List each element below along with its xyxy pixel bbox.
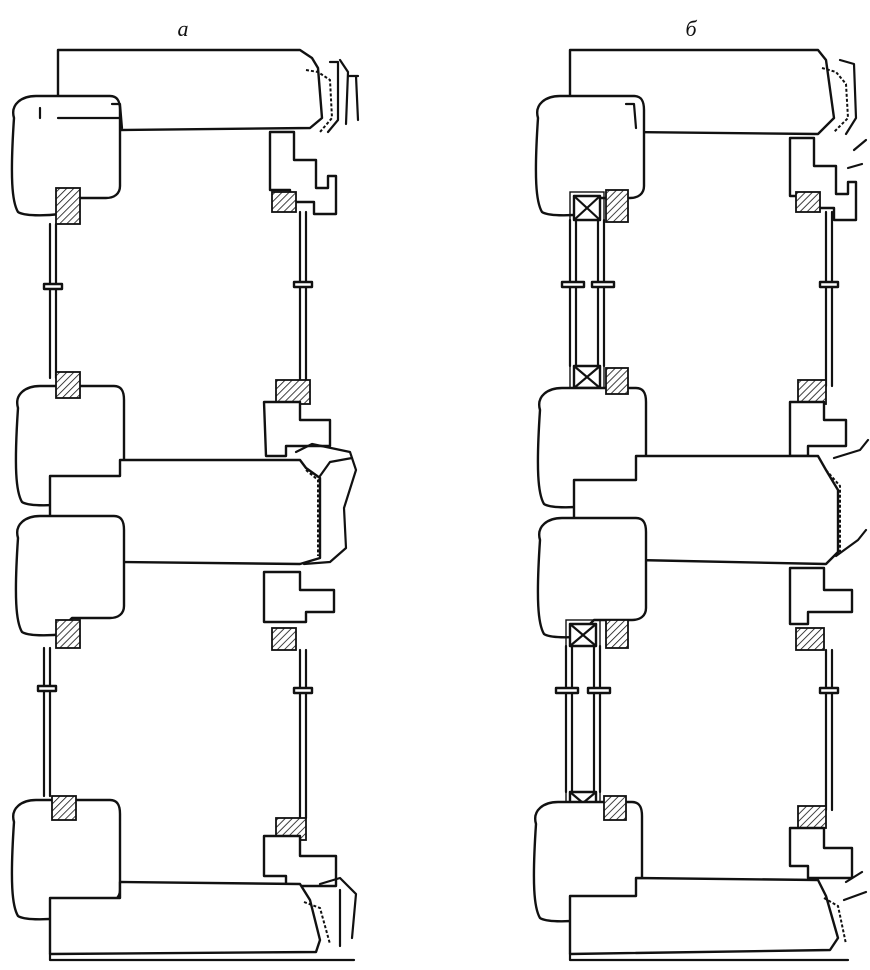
panel-b-drawing [532, 48, 870, 962]
panel-b-bottom-box [568, 876, 840, 956]
panel-a-bottom-box [48, 880, 322, 956]
panel-a-label: а [177, 16, 189, 41]
panel-b-label: б [685, 16, 697, 41]
panel-a-inner-sash-3 [14, 514, 126, 637]
panel-a-drawing [10, 48, 360, 962]
